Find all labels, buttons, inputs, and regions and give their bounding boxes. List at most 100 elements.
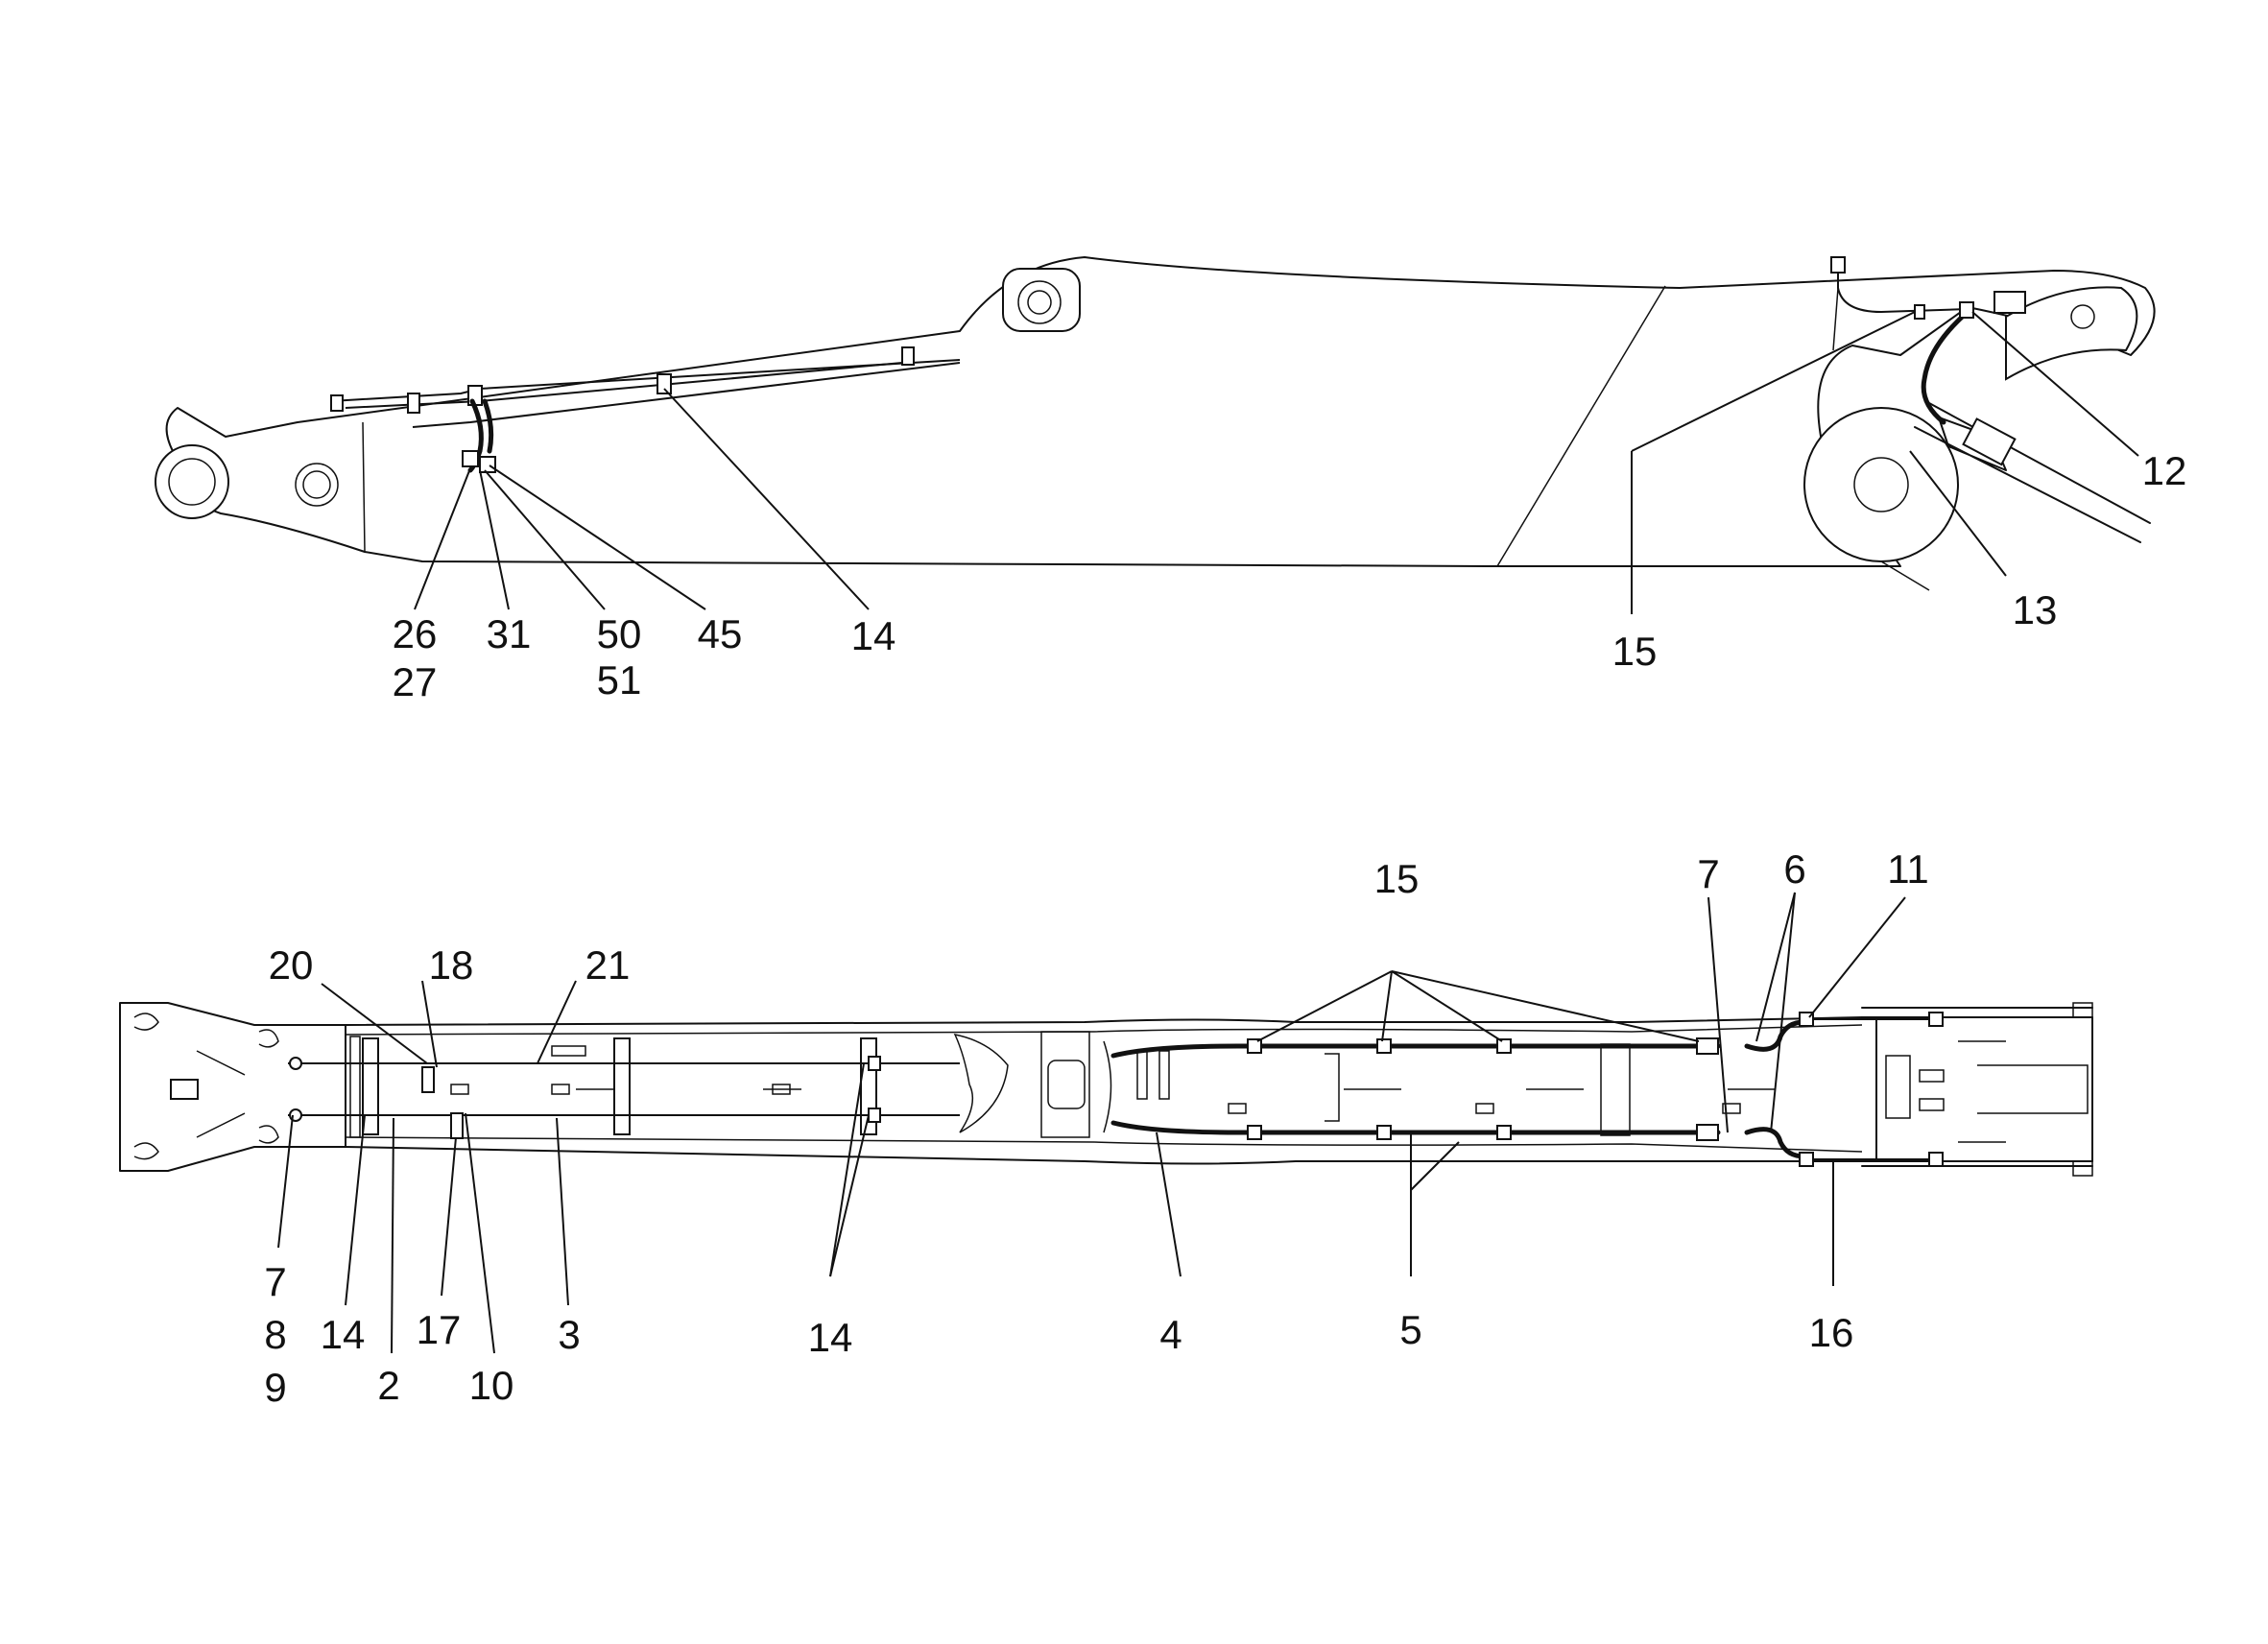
top-fitting-d — [1247, 1125, 1262, 1140]
leader-15-top-b — [1381, 970, 1393, 1042]
foot-pin-lower — [258, 1125, 279, 1144]
top-fitting-b — [868, 1108, 881, 1123]
leader-13 — [1909, 450, 2007, 577]
foot-diag-lower — [196, 1112, 246, 1138]
callout-20: 20 — [269, 942, 314, 988]
callout-7-bottom: 7 — [264, 1259, 286, 1304]
arm-cylinder-clamp — [1962, 417, 2017, 466]
side-pipe-head — [1837, 259, 1969, 314]
leader-17 — [441, 1136, 457, 1297]
boom-foot-pin-boss — [155, 444, 229, 519]
top-hose-loop-lower — [1744, 1127, 1807, 1159]
side-clamp-d — [901, 346, 915, 366]
callout-13: 13 — [2013, 587, 2058, 632]
side-fitting-head — [1959, 301, 1974, 319]
callout-2: 2 — [377, 1363, 399, 1408]
top-small-6 — [1722, 1103, 1741, 1114]
leader-6-a — [1755, 892, 1796, 1042]
callout-15-top: 15 — [1374, 856, 1420, 901]
callout-50: 50 — [597, 611, 642, 656]
arm-link-line — [1880, 560, 1930, 591]
boom-weld-line — [362, 421, 366, 553]
callout-3: 3 — [558, 1312, 580, 1357]
callout-14-a: 14 — [321, 1312, 366, 1357]
callout-31: 31 — [487, 611, 532, 656]
top-small-1 — [450, 1084, 469, 1095]
head-slot-1 — [1919, 1069, 1945, 1083]
foot-diag-upper — [196, 1050, 246, 1076]
leader-7-top — [1707, 896, 1729, 1133]
callout-12: 12 — [2142, 448, 2187, 493]
top-hose-loop-upper — [1744, 1019, 1807, 1052]
callout-14-b: 14 — [808, 1315, 853, 1360]
top-bracket-1 — [1325, 1053, 1340, 1122]
callout-16: 16 — [1809, 1310, 1854, 1355]
top-center-box-inner — [1047, 1060, 1086, 1109]
top-small-7 — [551, 1045, 586, 1057]
leader-15-top-a — [1256, 970, 1393, 1042]
leader-14-side — [663, 388, 870, 610]
side-pipe-upper-2 — [345, 362, 903, 409]
leader-11 — [1808, 896, 1906, 1018]
side-plate-12 — [1993, 291, 2026, 314]
leader-15-top-c — [1391, 970, 1503, 1042]
boom-top-edge-lower — [345, 1136, 1095, 1143]
side-pipe-upper-3 — [412, 362, 961, 428]
top-fitting-7a — [289, 1057, 302, 1070]
callout-15-side: 15 — [1612, 629, 1658, 674]
side-view-leaders — [414, 311, 2139, 614]
boom-top-view — [119, 1002, 2093, 1177]
boom-top-head — [1875, 1016, 2093, 1162]
callout-14-side: 14 — [851, 613, 896, 658]
leader-45 — [489, 465, 706, 610]
head-slot-2 — [1919, 1098, 1945, 1111]
top-slot-1 — [1136, 1050, 1148, 1100]
top-view-callouts: 20 18 21 15 7 6 11 7 8 9 14 17 2 10 3 14… — [264, 846, 1928, 1410]
callout-6: 6 — [1783, 846, 1805, 892]
head-rod — [1977, 1064, 2089, 1114]
top-fitting-g — [1376, 1125, 1392, 1140]
top-window-1 — [349, 1036, 361, 1138]
top-view-leaders — [277, 892, 1906, 1354]
leader-14-a — [345, 1114, 366, 1306]
top-center-box — [1040, 1031, 1090, 1138]
boom-cylinder-lug — [1002, 268, 1081, 332]
callout-51: 51 — [597, 657, 642, 703]
callout-26: 26 — [393, 611, 438, 656]
callout-9: 9 — [264, 1365, 286, 1410]
boom-side-hole — [295, 463, 339, 507]
leader-50 — [484, 469, 606, 610]
leader-20 — [321, 983, 428, 1064]
leader-10 — [465, 1112, 495, 1354]
top-hose-upper — [1110, 1043, 1721, 1059]
top-transition — [953, 1033, 1009, 1133]
side-view-callouts: 26 27 31 50 51 45 14 15 12 13 — [393, 448, 2187, 704]
top-fitting-a — [868, 1056, 881, 1071]
top-fitting-c — [1247, 1038, 1262, 1054]
side-fitting-foot — [462, 450, 479, 467]
top-small-4 — [1228, 1103, 1247, 1114]
boom-foot-pin-hole — [168, 458, 216, 506]
callout-45: 45 — [698, 611, 743, 656]
callout-10: 10 — [469, 1363, 514, 1408]
top-small-2 — [551, 1084, 570, 1095]
top-clamp-18 — [421, 1066, 435, 1093]
leader-12 — [1971, 311, 2139, 457]
side-clamp-c — [657, 373, 672, 394]
foot-pin-upper — [258, 1029, 279, 1048]
leader-14-b2 — [829, 1114, 870, 1277]
boom-diagonal-weld — [1496, 285, 1666, 567]
top-small-3 — [772, 1084, 791, 1095]
boom-top-taper-upper — [1093, 1024, 1863, 1033]
boom-top-body — [345, 1016, 2093, 1165]
boom-head-bracket — [2005, 286, 2138, 381]
boom-top-edge-upper — [345, 1031, 1095, 1036]
leader-14-b1 — [829, 1062, 865, 1277]
callout-18: 18 — [429, 942, 474, 988]
leader-15-side-b — [1631, 311, 1916, 452]
callout-8: 8 — [264, 1312, 286, 1357]
boom-head-pin — [2070, 304, 2095, 329]
leader-26 — [414, 467, 471, 610]
side-hose-head — [1921, 309, 1970, 425]
arm-pin-boss-inner — [1853, 457, 1909, 512]
